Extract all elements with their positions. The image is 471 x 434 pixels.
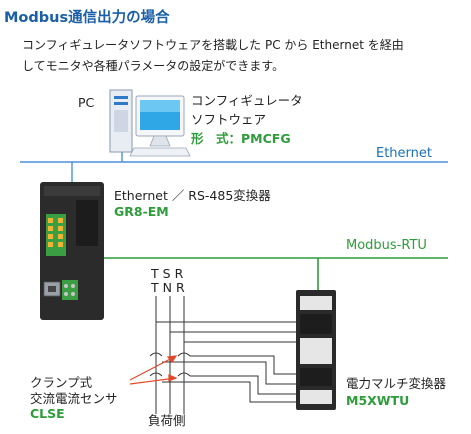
sensor-arrows xyxy=(129,355,178,385)
software-label-1: コンフィギュレータ xyxy=(191,93,303,108)
phase-label-top: TSR xyxy=(151,266,188,281)
load-side-label: 負荷側 xyxy=(148,413,186,428)
modbus-label: Modbus-RTU xyxy=(346,238,427,253)
ethernet-label: Ethernet xyxy=(376,146,432,161)
m5xwtu-device xyxy=(296,290,336,410)
software-model: 形 式：PMCFG xyxy=(191,131,291,146)
transducer-name: 電力マルチ変換器 xyxy=(346,376,447,391)
software-label-2: ソフトウェア xyxy=(191,112,267,127)
page-heading: Modbus通信出力の場合 xyxy=(4,10,170,26)
pc-icon xyxy=(109,89,191,157)
converter-name: Ethernet ／ RS-485変換器 xyxy=(114,188,271,203)
transducer-model: M5XWTU xyxy=(346,393,410,408)
description-line-2: してモニタや各種パラメータの設定ができます。 xyxy=(22,59,285,73)
phase-label-bottom: TNR xyxy=(151,280,189,295)
converter-model: GR8-EM xyxy=(114,204,169,219)
power-lines xyxy=(149,296,296,414)
gr8-em-device xyxy=(40,182,104,320)
sensor-model: CLSE xyxy=(30,406,65,421)
pc-label: PC xyxy=(78,95,95,110)
sensor-label-1: クランプ式 xyxy=(30,375,93,390)
description-line-1: コンフィギュレータソフトウェアを搭載した PC から Ethernet を経由 xyxy=(22,38,404,52)
sensor-label-2: 交流電流センサ xyxy=(30,391,118,406)
